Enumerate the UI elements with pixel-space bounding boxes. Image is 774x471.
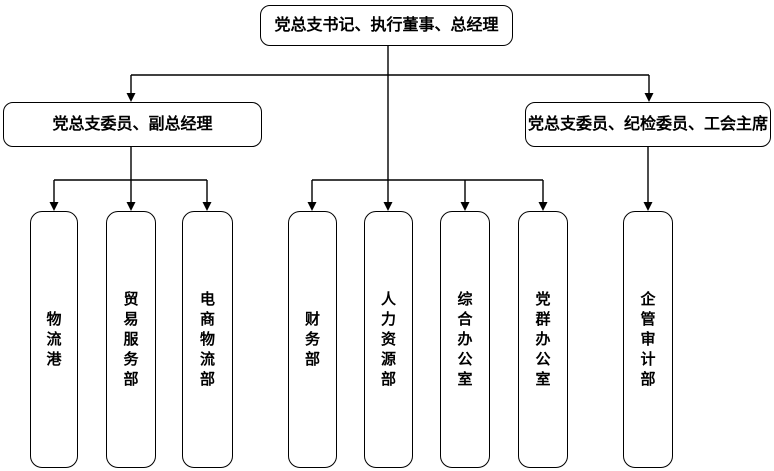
arrowheads xyxy=(49,93,654,211)
arrowhead-down-icon xyxy=(307,202,317,211)
dept-label: 企管审计部 xyxy=(640,290,656,388)
dept-label: 物流港 xyxy=(46,310,62,368)
org-node-dept-audit: 企管审计部 xyxy=(623,211,673,468)
arrowhead-down-icon xyxy=(643,202,653,211)
org-node-root: 党总支书记、执行董事、总经理 xyxy=(260,5,513,46)
org-node-dept-trade-service: 贸易服务部 xyxy=(106,211,156,468)
arrowhead-down-icon xyxy=(460,202,470,211)
arrowhead-down-icon xyxy=(126,93,136,102)
arrowhead-down-icon xyxy=(644,93,654,102)
org-node-deputy-gm: 党总支委员、副总经理 xyxy=(3,102,262,147)
org-node-dept-finance: 财务部 xyxy=(288,211,337,468)
connector-lines xyxy=(53,46,650,203)
org-node-root-label: 党总支书记、执行董事、总经理 xyxy=(274,16,499,34)
arrowhead-down-icon xyxy=(383,202,393,211)
dept-label: 贸易服务部 xyxy=(123,290,139,388)
arrowhead-down-icon xyxy=(538,202,548,211)
dept-label: 党群办公室 xyxy=(535,290,551,388)
dept-label: 综合办公室 xyxy=(457,290,473,388)
dept-label: 人力资源部 xyxy=(381,290,397,388)
arrowhead-down-icon xyxy=(49,202,59,211)
dept-label: 财务部 xyxy=(305,310,321,368)
org-node-dept-human-resources: 人力资源部 xyxy=(364,211,413,468)
org-node-deputy-gm-label: 党总支委员、副总经理 xyxy=(52,115,213,133)
org-node-discipline-union: 党总支委员、纪检委员、工会主席 xyxy=(525,102,771,147)
dept-label: 电商物流部 xyxy=(200,290,216,388)
org-node-dept-logistics-port: 物流港 xyxy=(30,211,78,468)
org-node-dept-party-mass-office: 党群办公室 xyxy=(518,211,568,468)
org-node-dept-general-office: 综合办公室 xyxy=(440,211,490,468)
org-node-discipline-union-label: 党总支委员、纪检委员、工会主席 xyxy=(527,115,768,133)
arrowhead-down-icon xyxy=(126,202,136,211)
org-node-dept-ecommerce-logistics: 电商物流部 xyxy=(182,211,233,468)
arrowhead-down-icon xyxy=(202,202,212,211)
